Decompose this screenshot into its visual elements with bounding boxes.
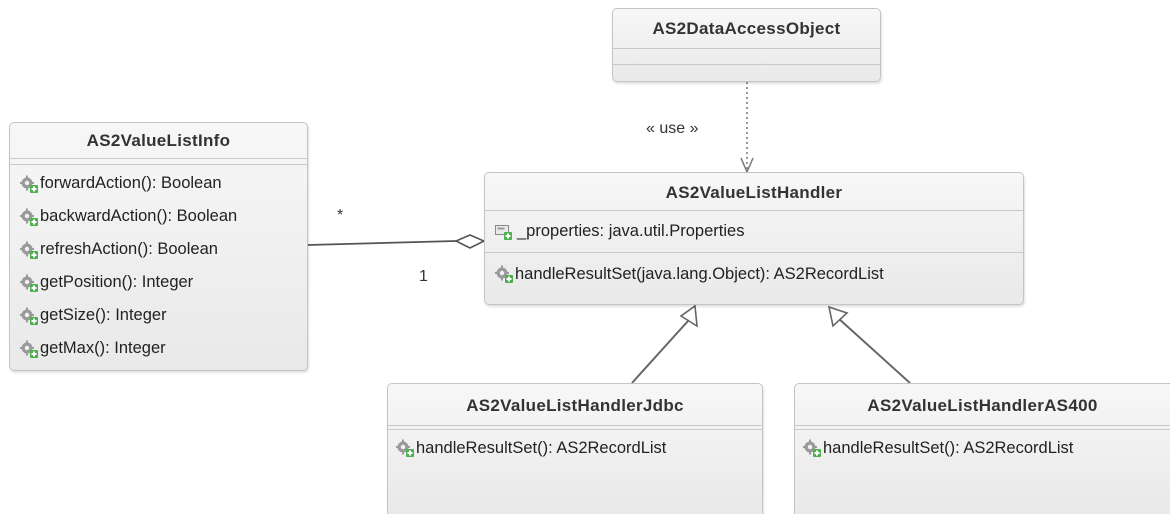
method-item: backwardAction(): Boolean xyxy=(20,200,307,233)
method-signature: forwardAction(): Boolean xyxy=(40,174,222,192)
attributes-section xyxy=(10,159,307,165)
method-item: forwardAction(): Boolean xyxy=(20,167,307,200)
method-gear-icon xyxy=(20,340,38,358)
method-signature: handleResultSet(): AS2RecordList xyxy=(416,438,667,457)
methods-section: handleResultSet(java.lang.Object): AS2Re… xyxy=(485,253,1023,291)
method-gear-icon xyxy=(803,439,821,457)
class-as2-value-list-info[interactable]: AS2ValueListInfo forwardAction(): Boolea… xyxy=(9,122,308,371)
class-as2-value-list-handler-jdbc[interactable]: AS2ValueListHandlerJdbc handleResultSet(… xyxy=(387,383,763,514)
method-gear-icon xyxy=(20,175,38,193)
method-signature: refreshAction(): Boolean xyxy=(40,240,218,258)
use-stereotype-label: « use » xyxy=(646,120,699,137)
method-signature: getMax(): Integer xyxy=(40,339,166,357)
method-gear-icon xyxy=(20,307,38,325)
class-name: AS2DataAccessObject xyxy=(613,9,880,49)
methods-section: handleResultSet(): AS2RecordList xyxy=(795,430,1170,464)
generalization-line-jdbc xyxy=(631,320,689,384)
class-as2-value-list-handler[interactable]: AS2ValueListHandler _properties: java.ut… xyxy=(484,172,1024,305)
attributes-section xyxy=(388,426,762,430)
method-gear-icon xyxy=(396,439,414,457)
methods-section xyxy=(613,65,880,81)
method-item: handleResultSet(): AS2RecordList xyxy=(396,432,762,464)
method-item: refreshAction(): Boolean xyxy=(20,233,307,266)
class-name: AS2ValueListHandlerJdbc xyxy=(388,384,762,426)
aggregation-line xyxy=(307,240,457,246)
attribute-item: _properties: java.util.Properties xyxy=(495,222,744,241)
attributes-section xyxy=(613,49,880,65)
method-signature: getPosition(): Integer xyxy=(40,273,194,291)
class-as2-value-list-handler-as400[interactable]: AS2ValueListHandlerAS400 handleResultSet… xyxy=(794,383,1170,514)
generalization-line-as400 xyxy=(837,317,911,384)
attribute-field-icon xyxy=(495,224,512,240)
method-item: handleResultSet(): AS2RecordList xyxy=(803,432,1170,464)
multiplicity-handler-end: 1 xyxy=(419,268,428,285)
class-as2-data-access-object[interactable]: AS2DataAccessObject xyxy=(612,8,881,82)
attributes-section xyxy=(795,426,1170,430)
multiplicity-info-end: * xyxy=(337,207,344,224)
attribute-signature: _properties: java.util.Properties xyxy=(517,222,745,240)
class-name: AS2ValueListHandlerAS400 xyxy=(795,384,1170,426)
method-item: getPosition(): Integer xyxy=(20,266,307,299)
methods-section: handleResultSet(): AS2RecordList xyxy=(388,430,762,464)
generalization-arrowhead-jdbc xyxy=(679,304,698,328)
use-dependency-arrowhead xyxy=(740,157,754,174)
methods-section: forwardAction(): Boolean backwardAction(… xyxy=(10,165,307,365)
method-signature: handleResultSet(java.lang.Object): AS2Re… xyxy=(515,264,884,283)
class-name: AS2ValueListHandler xyxy=(485,173,1023,211)
method-signature: handleResultSet(): AS2RecordList xyxy=(823,438,1074,457)
method-gear-icon xyxy=(20,274,38,292)
method-item: getMax(): Integer xyxy=(20,332,307,365)
generalization-arrowhead-as400 xyxy=(827,305,849,328)
class-name: AS2ValueListInfo xyxy=(10,123,307,159)
aggregation-diamond xyxy=(454,234,486,249)
method-signature: backwardAction(): Boolean xyxy=(40,207,238,225)
method-item: getSize(): Integer xyxy=(20,299,307,332)
attributes-section: _properties: java.util.Properties xyxy=(485,211,1023,253)
method-gear-icon xyxy=(20,208,38,226)
method-signature: getSize(): Integer xyxy=(40,306,167,324)
method-gear-icon xyxy=(495,265,513,283)
method-gear-icon xyxy=(20,241,38,259)
method-item: handleResultSet(java.lang.Object): AS2Re… xyxy=(495,257,1023,291)
